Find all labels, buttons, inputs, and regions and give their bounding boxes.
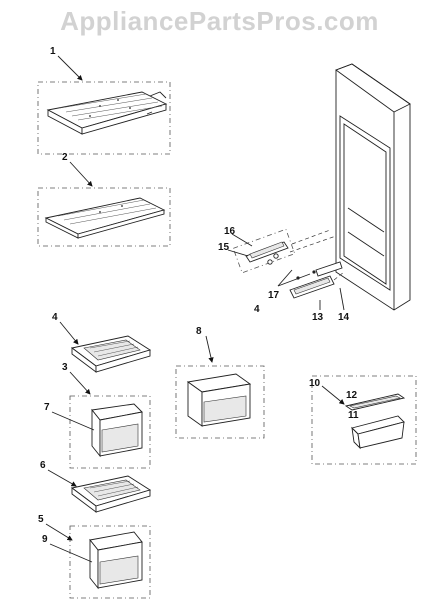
callout-17: 17 [268, 290, 280, 301]
callout-4-cover: 4 [52, 312, 58, 323]
callout-1: 1 [50, 46, 56, 57]
callout-4-rail: 4 [254, 304, 260, 315]
callout-13: 13 [312, 312, 324, 323]
part-15-16-slide-rail [232, 228, 337, 274]
part-13-14-lower-rail [289, 261, 345, 299]
part-8-pan-drawer [175, 365, 265, 439]
watermark: AppliancePartsPros.com [60, 6, 379, 36]
part-2-shelf [37, 187, 171, 247]
part-4-crisper-cover [70, 335, 152, 373]
callout-7: 7 [44, 402, 50, 413]
callout-8: 8 [196, 326, 202, 337]
part-10-door-bin-assembly [311, 375, 417, 465]
part-3-crisper-assembly [69, 395, 151, 469]
callout-6: 6 [40, 460, 46, 471]
callout-11: 11 [348, 410, 359, 421]
refrigerator-cabinet [335, 63, 411, 311]
callout-5: 5 [38, 514, 44, 525]
callout-16: 16 [224, 226, 236, 237]
callout-9: 9 [42, 534, 48, 545]
part-6-crisper-cover [70, 475, 152, 513]
callout-14: 14 [338, 312, 350, 323]
part-1-shelf [37, 81, 171, 155]
callout-15: 15 [218, 242, 230, 253]
callout-2: 2 [62, 152, 68, 163]
part-5-drawer-assembly [69, 525, 151, 599]
callout-12: 12 [346, 390, 358, 401]
callout-3: 3 [62, 362, 68, 373]
callout-10: 10 [309, 378, 321, 389]
